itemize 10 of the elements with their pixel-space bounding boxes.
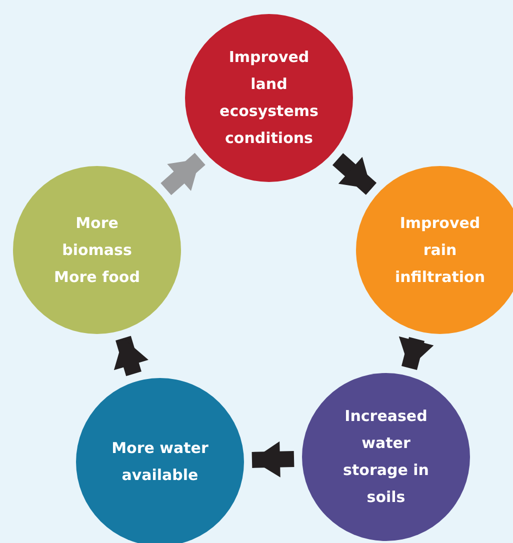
block-arrow: [252, 441, 294, 478]
circle-label: More food: [54, 266, 140, 288]
circle-label: More biomass: [61, 212, 133, 260]
block-arrow: [114, 336, 148, 376]
block-arrow: [332, 153, 377, 195]
circle-label: Improved rain infiltration: [394, 212, 486, 288]
block-arrow: [398, 336, 434, 370]
circle-label: Increased water storage in soils: [342, 406, 430, 508]
circle-label: More water available: [110, 438, 210, 486]
circle-label: Improved land ecosystems conditions: [218, 47, 320, 149]
